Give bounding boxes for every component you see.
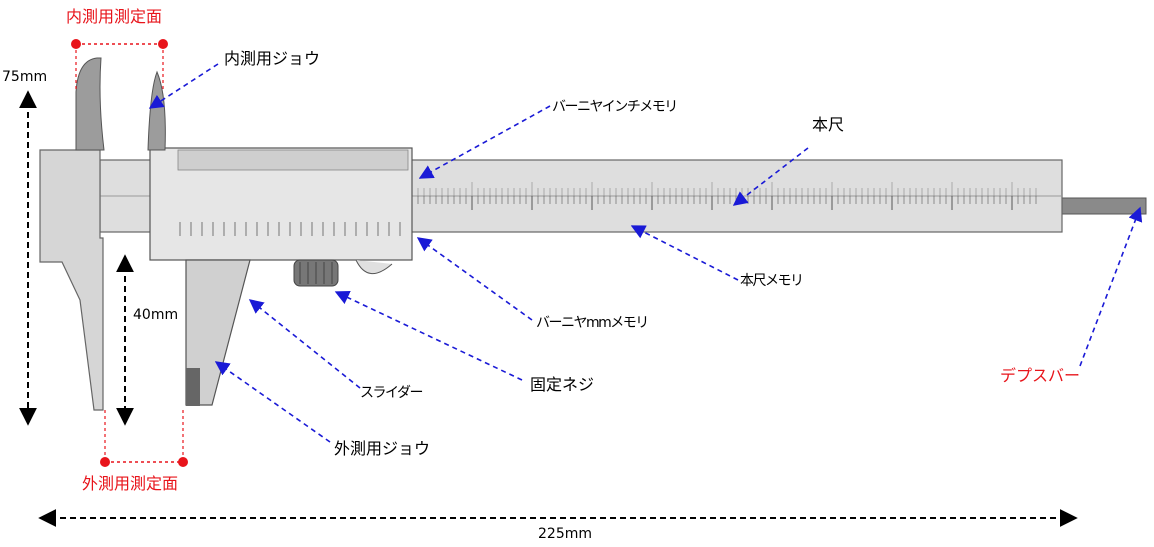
leader-depth-bar bbox=[1079, 206, 1143, 367]
depth-bar-label: デプスバー bbox=[1000, 366, 1081, 385]
outer-measuring-face-label: 外測用測定面 bbox=[82, 474, 179, 493]
leader-outer-jaw bbox=[214, 361, 331, 443]
vernier-scale-ticks bbox=[179, 222, 401, 236]
outer-face-point-left bbox=[100, 457, 110, 467]
depth-bar bbox=[1061, 197, 1147, 215]
main-scale-label: 本尺 bbox=[812, 115, 845, 134]
leader-main-scale bbox=[732, 147, 809, 206]
total-length-label: 225mm bbox=[538, 526, 592, 542]
leader-slider bbox=[248, 299, 361, 389]
fixed-inner-jaw bbox=[75, 57, 105, 151]
movable-inner-jaw bbox=[147, 70, 166, 151]
leader-main-scale-marks bbox=[630, 225, 739, 281]
leader-vernier-mm bbox=[416, 237, 533, 321]
leader-inner-jaw bbox=[148, 63, 219, 109]
movable-outer-jaw bbox=[185, 259, 251, 406]
inner-jaw-label: 内測用ジョウ bbox=[224, 49, 321, 68]
main-scale-marks-label: 本尺メモリ bbox=[740, 273, 804, 289]
outer-jaw-length-label: 40mm bbox=[133, 307, 179, 323]
outer-face-point-right bbox=[178, 457, 188, 467]
lock-screw-label: 固定ネジ bbox=[530, 375, 595, 394]
fixed-jaw bbox=[39, 149, 104, 411]
inner-jaw-length-label: 75mm bbox=[2, 69, 48, 85]
vernier-inch-scale-label: バーニヤインチメモリ bbox=[552, 99, 678, 115]
leader-arrows bbox=[148, 63, 1143, 443]
leader-lock-screw bbox=[334, 291, 523, 381]
slider-label: スライダー bbox=[360, 385, 423, 401]
outer-jaw-label: 外測用ジョウ bbox=[334, 439, 431, 458]
leader-vernier-inch bbox=[418, 105, 551, 179]
caliper-illustration bbox=[39, 57, 1147, 411]
vernier-mm-scale-label: バーニヤmmメモリ bbox=[536, 315, 649, 331]
inner-measuring-face-label: 内測用測定面 bbox=[66, 7, 163, 26]
